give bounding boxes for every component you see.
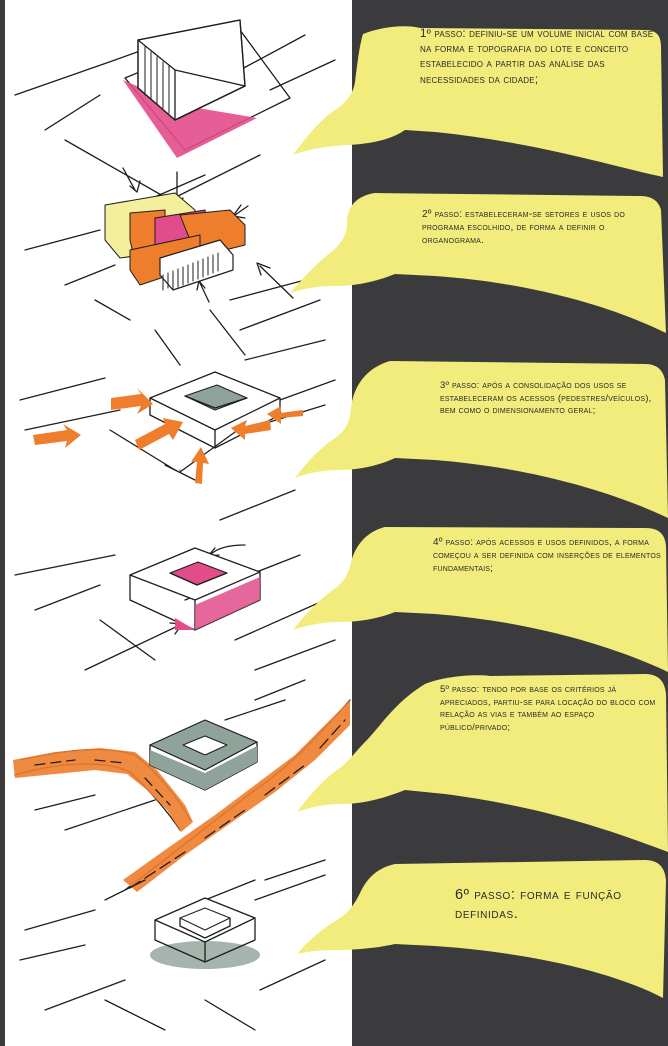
step-5-balloon: 5º Passo: Tendo por base os critérios já… xyxy=(285,672,668,857)
step-5-text: 5º Passo: Tendo por base os critérios já… xyxy=(440,684,665,734)
step-2-text: 2º Passo: Estabeleceram-se setores e uso… xyxy=(422,208,662,248)
step-4-text: 4º Passo: Após acessos e usos definidos,… xyxy=(433,536,668,576)
balloon-shape xyxy=(285,858,668,1003)
step-6-text: 6º Passo: Forma e Função definidas. xyxy=(455,886,665,924)
sketch-2-sectors xyxy=(25,168,320,365)
step-3-balloon: 3º Passo: Após a consolidação dos usos s… xyxy=(285,358,668,523)
step-1-text: 1º Passo: Definiu-se um volume inicial c… xyxy=(420,27,665,88)
step-3-text: 3º Passo: Após a consolidação dos usos s… xyxy=(440,380,665,418)
step-6-balloon: 6º Passo: Forma e Função definidas. xyxy=(285,858,668,1003)
step-2-balloon: 2º Passo: Estabeleceram-se setores e uso… xyxy=(285,188,668,338)
step-1-balloon: 1º Passo: Definiu-se um volume inicial c… xyxy=(285,22,668,187)
step-4-balloon: 4º Passo: Após acessos e usos definidos,… xyxy=(285,522,668,677)
sketch-6-final xyxy=(20,860,325,1030)
